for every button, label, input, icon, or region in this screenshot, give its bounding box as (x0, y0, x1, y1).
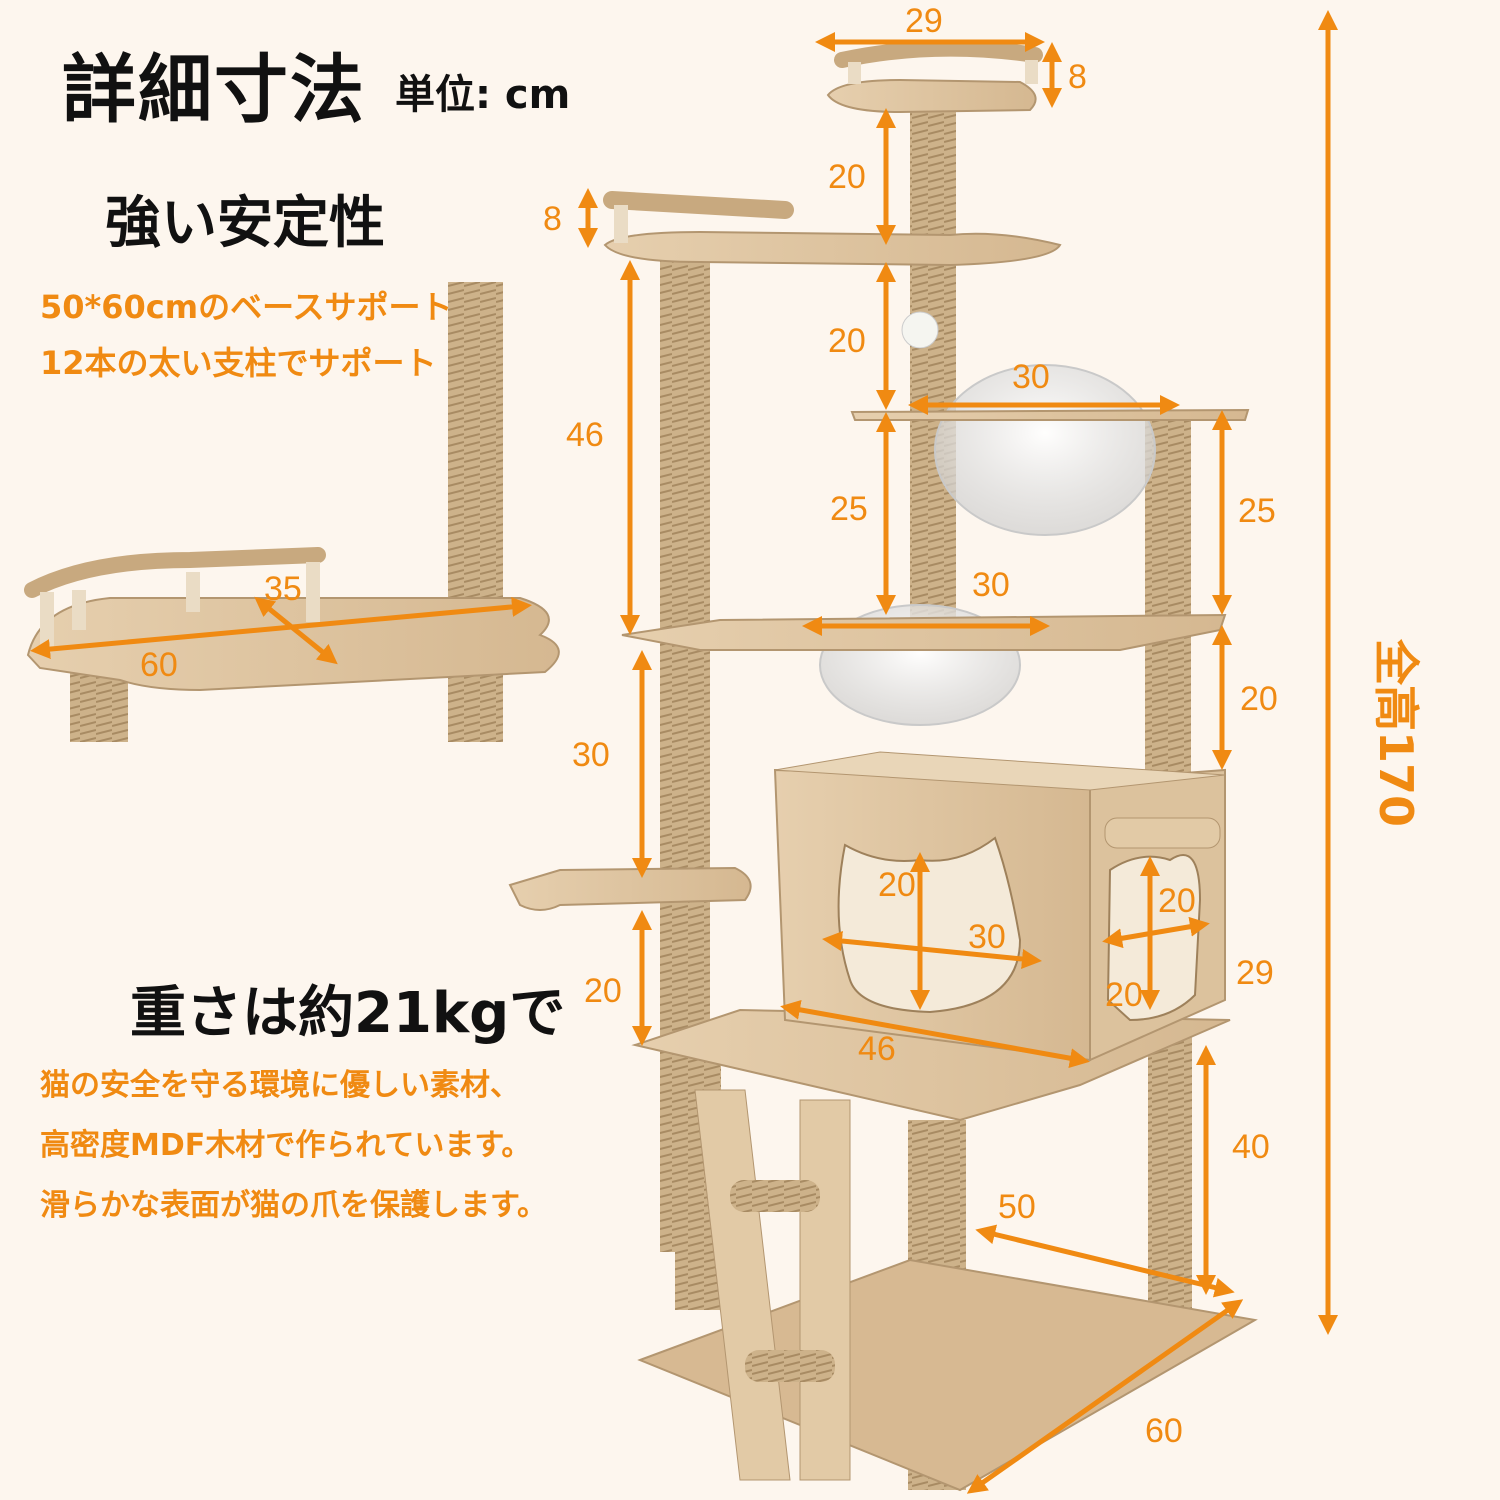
dim-top-rail-height: 8 (1068, 58, 1087, 96)
inset-platform-illustration (24, 282, 560, 742)
total-height-label: 全高170 (1369, 638, 1423, 828)
dim-house-depth: 29 (1236, 954, 1274, 992)
stability-line-1: 50*60cmのベースサポート、 (40, 288, 484, 326)
page-title: 詳細寸法 (62, 47, 366, 133)
dim-house-width: 46 (858, 1030, 896, 1068)
dim-side-window-h: 20 (1158, 882, 1196, 920)
upper-bowl-platform (850, 408, 1250, 421)
dim-left-post: 46 (566, 416, 604, 454)
dim-mid-gap: 20 (828, 322, 866, 360)
weight-line-3: 滑らかな表面が猫の爪を保護します。 (40, 1188, 547, 1223)
dim-base-depth: 50 (998, 1188, 1036, 1226)
left-top-rail (603, 191, 794, 219)
dim-house-front-h: 20 (878, 866, 916, 904)
dim-lower-left: 30 (572, 736, 610, 774)
dim-house-front-w: 30 (968, 918, 1006, 956)
dim-upper-gap: 20 (828, 158, 866, 196)
ladder (694, 1089, 851, 1481)
weight-line-2: 高密度MDF木材で作られています。 (40, 1128, 532, 1163)
weight-heading: 重さは約21kgで (130, 981, 566, 1046)
dim-top-width: 29 (905, 2, 943, 40)
dim-base-width: 60 (1145, 1412, 1183, 1450)
top-rail (834, 40, 1043, 68)
top-platform (826, 78, 1037, 114)
left-top-platform (603, 230, 1062, 267)
stability-heading: 強い安定性 (105, 191, 385, 256)
mid-platform (621, 613, 1227, 651)
dim-right-gap: 20 (1240, 680, 1278, 718)
stability-line-2: 12本の太い支柱でサポート (40, 344, 437, 382)
dim-left-rail-height: 8 (543, 200, 562, 238)
weight-line-1: 猫の安全を守る環境に優しい素材、 (40, 1068, 520, 1103)
dimension-arrows (578, 9, 1338, 1494)
inset-rail (24, 547, 326, 598)
unit-label: 単位: cm (395, 72, 571, 118)
dim-inset-width: 35 (264, 570, 302, 608)
toy-ball (901, 311, 939, 349)
inset-width-arrow (254, 596, 338, 665)
post-top-center (910, 98, 956, 618)
dim-bowl-mid-width: 30 (972, 566, 1010, 604)
dim-bowl-gap-left: 25 (830, 490, 868, 528)
dim-lower-right: 40 (1232, 1128, 1270, 1166)
dim-bowl-gap-right: 25 (1238, 492, 1276, 530)
post-right-upper (1145, 420, 1191, 800)
dim-bowl-top-width: 30 (1012, 358, 1050, 396)
dim-inset-length: 60 (140, 646, 178, 684)
total-height-wrapper: 全高170 (1354, 605, 1444, 835)
dim-step-gap: 20 (584, 972, 622, 1010)
step-platform (508, 866, 752, 911)
dim-side-window-w: 20 (1105, 976, 1143, 1014)
